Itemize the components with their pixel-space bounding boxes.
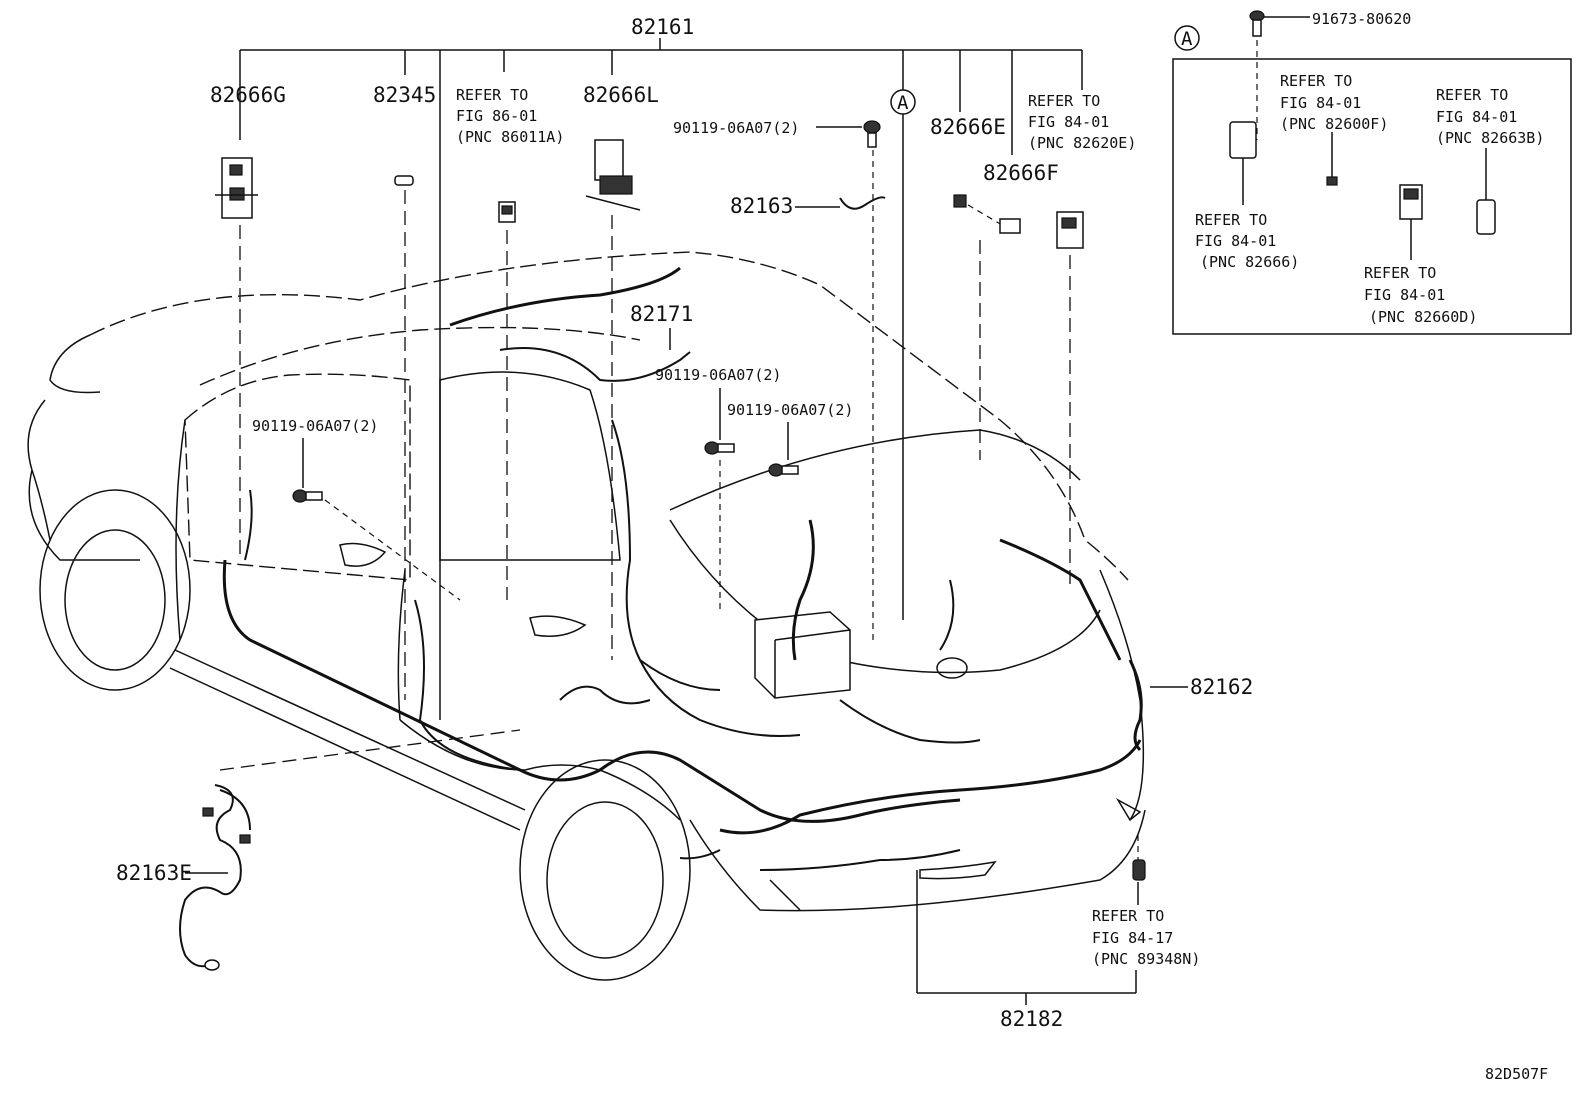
bolt-left-icon	[292, 489, 323, 503]
part-label-82182: 82182	[1000, 1007, 1063, 1031]
battery-icon	[754, 611, 851, 699]
bolt-label-left: 90119-06A07(2)	[252, 417, 378, 435]
svg-text:FIG 84-01: FIG 84-01	[1364, 286, 1445, 304]
connector-82666L-icon	[585, 139, 641, 211]
refer-note-86011A: REFER TO FIG 86-01 (PNC 86011A)	[456, 86, 564, 146]
part-label-82171: 82171	[630, 302, 693, 326]
part-label-82666E: 82666E	[930, 115, 1006, 139]
part-label-82666F: 82666F	[983, 161, 1059, 185]
svg-text:REFER TO: REFER TO	[1092, 907, 1164, 925]
harness-82163	[839, 196, 886, 210]
svg-text:(PNC 82663B): (PNC 82663B)	[1436, 129, 1544, 147]
inset-detail-a: A 91673-80620 REFER TO FIG 84-01 (PNC 82…	[1172, 10, 1572, 335]
harness-wires	[222, 266, 1143, 871]
svg-text:(PNC 82666): (PNC 82666)	[1200, 253, 1299, 271]
part-label-82666L: 82666L	[583, 83, 659, 107]
connector-82666G-icon	[215, 157, 258, 219]
inset-frame	[1172, 58, 1572, 335]
refer-note-82663B: REFER TO FIG 84-01 (PNC 82663B)	[1436, 86, 1544, 147]
connector-82345-icon	[394, 175, 414, 186]
svg-text:REFER TO: REFER TO	[1195, 211, 1267, 229]
svg-text:(PNC 82620E): (PNC 82620E)	[1028, 134, 1136, 152]
bolt-mid1-icon	[704, 441, 735, 455]
part-label-82345: 82345	[373, 83, 436, 107]
callout-a-main: A	[897, 92, 909, 114]
svg-text:FIG 84-01: FIG 84-01	[1028, 113, 1109, 131]
part-label-82162: 82162	[1190, 675, 1253, 699]
callout-a-inset: A	[1181, 28, 1193, 50]
connector-82666E-icon	[953, 194, 967, 208]
front-wheel	[39, 489, 191, 691]
svg-text:(PNC 82600F): (PNC 82600F)	[1280, 115, 1388, 133]
svg-text:FIG 84-01: FIG 84-01	[1280, 94, 1361, 112]
svg-text:FIG 84-01: FIG 84-01	[1195, 232, 1276, 250]
connector-82666-icon	[1229, 121, 1257, 159]
bolt-label-91673: 91673-80620	[1312, 10, 1411, 28]
vehicle-body-outline	[27, 251, 1146, 981]
part-label-82163: 82163	[730, 194, 793, 218]
refer-note-82660D: REFER TO FIG 84-01 (PNC 82660D)	[1364, 264, 1477, 326]
refer-note-82620E: REFER TO FIG 84-01 (PNC 82620E)	[1028, 92, 1136, 152]
harness-82182-bracket	[916, 870, 1137, 1005]
connector-82620E-icon	[1056, 211, 1084, 249]
roof-harness	[449, 266, 681, 327]
svg-text:REFER TO: REFER TO	[456, 86, 528, 104]
svg-text:REFER TO: REFER TO	[1280, 72, 1352, 90]
part-label-82666G: 82666G	[210, 83, 286, 107]
svg-text:FIG 84-01: FIG 84-01	[1436, 108, 1517, 126]
part-label-82161: 82161	[631, 15, 694, 39]
callout-circle-inset	[1174, 25, 1200, 51]
connector-86011A-icon	[498, 201, 516, 223]
svg-text:(PNC 86011A): (PNC 86011A)	[456, 128, 564, 146]
bolt-label-mid1: 90119-06A07(2)	[655, 366, 781, 384]
rear-wheel	[519, 759, 691, 981]
bolt-mid2-icon	[768, 463, 799, 477]
svg-text:FIG 86-01: FIG 86-01	[456, 107, 537, 125]
refer-note-82666: REFER TO FIG 84-01 (PNC 82666)	[1195, 211, 1299, 271]
bolt-label-mid2: 90119-06A07(2)	[727, 401, 853, 419]
svg-text:REFER TO: REFER TO	[1436, 86, 1508, 104]
svg-text:(PNC 89348N): (PNC 89348N)	[1092, 950, 1200, 968]
figure-code: 82D507F	[1485, 1065, 1548, 1083]
svg-text:REFER TO: REFER TO	[1028, 92, 1100, 110]
connector-82663B-icon	[1476, 199, 1496, 235]
bolt-top-icon	[863, 120, 881, 148]
part-label-82163E: 82163E	[116, 861, 192, 885]
connector-82666F-icon	[999, 218, 1021, 234]
connector-82600F-icon	[1326, 176, 1338, 186]
svg-text:FIG 84-17: FIG 84-17	[1092, 929, 1173, 947]
svg-text:(PNC 82660D): (PNC 82660D)	[1369, 308, 1477, 326]
refer-note-82600F: REFER TO FIG 84-01 (PNC 82600F)	[1280, 72, 1388, 133]
svg-text:REFER TO: REFER TO	[1364, 264, 1436, 282]
bolt-91673-icon	[1249, 10, 1310, 37]
connector-89348N-icon	[1132, 859, 1146, 881]
bolt-label-top: 90119-06A07(2)	[673, 119, 799, 137]
harness-82163E	[179, 784, 251, 971]
refer-note-89348N: REFER TO FIG 84-17 (PNC 89348N)	[1092, 907, 1200, 968]
